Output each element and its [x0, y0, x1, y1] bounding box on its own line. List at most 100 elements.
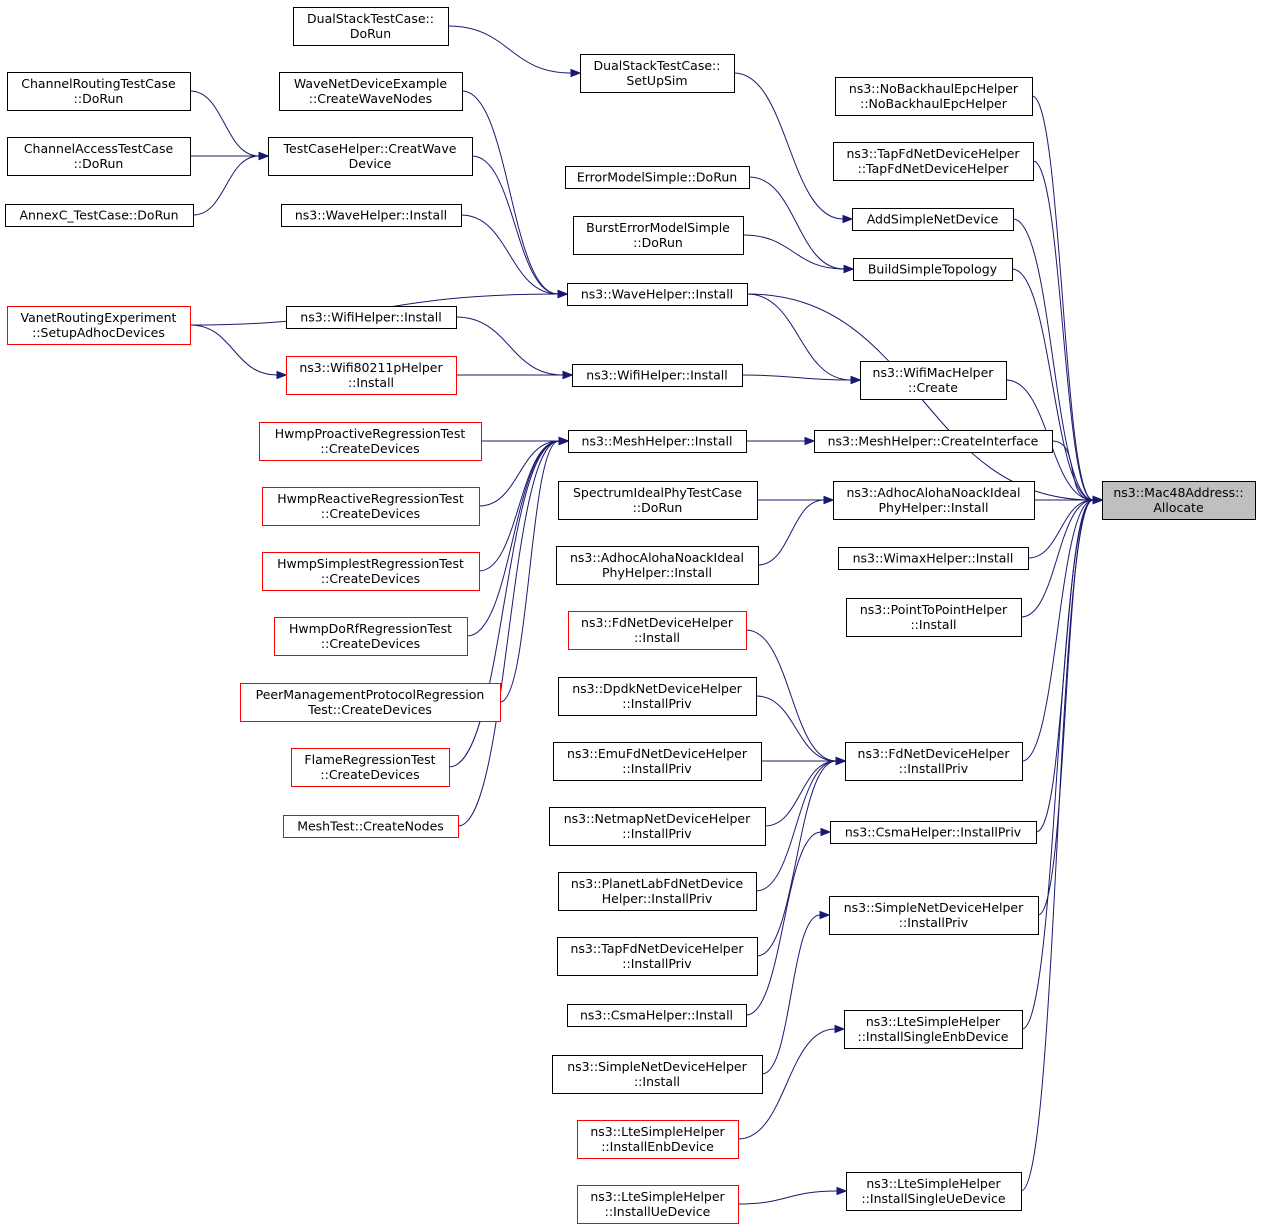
node-hwmp_proactive[interactable]: HwmpProactiveRegressionTest::CreateDevic…: [259, 422, 482, 461]
node-label: ns3::LteSimpleHelper: [866, 1176, 1001, 1191]
node-label: ::InstallEnbDevice: [601, 1139, 714, 1154]
node-tapfdhelper_ctor[interactable]: ns3::TapFdNetDeviceHelper::TapFdNetDevic…: [833, 142, 1034, 181]
node-fdnet_install[interactable]: ns3::FdNetDeviceHelper::Install: [568, 611, 747, 650]
node-csma_install[interactable]: ns3::CsmaHelper::Install: [567, 1004, 747, 1027]
node-csma_installpriv[interactable]: ns3::CsmaHelper::InstallPriv: [830, 821, 1037, 844]
node-label: ::InstallPriv: [899, 915, 969, 930]
node-wimax_install[interactable]: ns3::WimaxHelper::Install: [838, 547, 1029, 570]
node-hwmp_dorf[interactable]: HwmpDoRfRegressionTest::CreateDevices: [274, 617, 468, 656]
node-p2p_install[interactable]: ns3::PointToPointHelper::Install: [846, 598, 1022, 637]
edge-bursterr-to-buildsimple: [742, 234, 855, 274]
node-mesh_install[interactable]: ns3::MeshHelper::Install: [568, 430, 747, 453]
edge-tch_creatwave-to-wave_install_mid: [471, 155, 569, 299]
node-label: ns3::CsmaHelper::Install: [580, 1008, 733, 1023]
node-simplenet_install[interactable]: ns3::SimpleNetDeviceHelper::Install: [552, 1055, 763, 1094]
node-label: PhyHelper::Install: [602, 565, 712, 580]
node-label: PhyHelper::Install: [878, 500, 988, 515]
node-emufd[interactable]: ns3::EmuFdNetDeviceHelper::InstallPriv: [553, 742, 762, 781]
node-label: ::TapFdNetDeviceHelper: [858, 161, 1010, 176]
node-tapfd_installpriv[interactable]: ns3::TapFdNetDeviceHelper::InstallPriv: [557, 937, 758, 976]
node-label: ChannelRoutingTestCase: [21, 76, 176, 91]
node-label: ns3::AdhocAlohaNoackIdeal: [570, 550, 744, 565]
node-label: ::DoRun: [633, 500, 683, 515]
node-label: BurstErrorModelSimple: [586, 220, 730, 235]
node-wifi80211p[interactable]: ns3::Wifi80211pHelper::Install: [286, 356, 457, 395]
node-label: ::DoRun: [74, 91, 124, 106]
edge-dualstack_dorun-to-dualstack_setup: [447, 25, 582, 78]
node-dpdk[interactable]: ns3::DpdkNetDeviceHelper::InstallPriv: [558, 677, 757, 716]
edge-wifi_install_mid-to-wifimac_create: [741, 374, 862, 385]
node-lte_enb[interactable]: ns3::LteSimpleHelper::InstallEnbDevice: [577, 1120, 739, 1159]
node-vanet[interactable]: VanetRoutingExperiment::SetupAdhocDevice…: [7, 306, 191, 345]
node-label: ::CreateDevices: [320, 441, 419, 456]
node-simplenet_installpriv[interactable]: ns3::SimpleNetDeviceHelper::InstallPriv: [829, 896, 1039, 935]
node-label: ::CreateDevices: [321, 506, 420, 521]
node-label: FlameRegressionTest: [304, 752, 435, 767]
node-wavenet_example[interactable]: WaveNetDeviceExample::CreateWaveNodes: [279, 72, 463, 111]
node-mesh_createif[interactable]: ns3::MeshHelper::CreateInterface: [814, 430, 1053, 453]
node-label: BuildSimpleTopology: [868, 262, 998, 277]
node-meshtest[interactable]: MeshTest::CreateNodes: [283, 815, 459, 838]
node-label: ::InstallSingleEnbDevice: [858, 1029, 1009, 1044]
edge-dpdk-to-fdnet_installpriv: [755, 695, 847, 766]
node-label: TestCaseHelper::CreatWave: [283, 141, 457, 156]
node-wifi_install_mid[interactable]: ns3::WifiHelper::Install: [572, 364, 743, 387]
node-label: ns3::WifiHelper::Install: [300, 310, 441, 325]
node-root[interactable]: ns3::Mac48Address::Allocate: [1102, 481, 1256, 520]
node-chan_routing[interactable]: ChannelRoutingTestCase::DoRun: [7, 72, 191, 111]
node-peer_mgmt[interactable]: PeerManagementProtocolRegressionTest::Cr…: [240, 683, 501, 722]
node-hwmp_simplest[interactable]: HwmpSimplestRegressionTest::CreateDevice…: [262, 552, 480, 591]
node-addsimple[interactable]: AddSimpleNetDevice: [852, 208, 1014, 231]
edge-simplenet_installpriv-to-root: [1037, 495, 1104, 916]
node-label: ns3::NetmapNetDeviceHelper: [564, 811, 751, 826]
node-label: ns3::WimaxHelper::Install: [853, 551, 1014, 566]
node-label: ::DoRun: [633, 235, 683, 250]
node-label: DoRun: [350, 26, 391, 41]
node-nobackhaul[interactable]: ns3::NoBackhaulEpcHelper::NoBackhaulEpcH…: [835, 77, 1033, 116]
node-lte_ue[interactable]: ns3::LteSimpleHelper::InstallUeDevice: [577, 1185, 739, 1224]
node-errmodel[interactable]: ErrorModelSimple::DoRun: [565, 166, 750, 189]
edge-csma_install-to-csma_installpriv: [745, 827, 832, 1016]
node-label: ns3::MeshHelper::Install: [582, 434, 733, 449]
node-label: ::Install: [634, 1074, 680, 1089]
node-wave_install_mid[interactable]: ns3::WaveHelper::Install: [567, 283, 748, 306]
node-adhoc_install_mid[interactable]: ns3::AdhocAlohaNoackIdealPhyHelper::Inst…: [833, 481, 1035, 520]
node-buildsimple[interactable]: BuildSimpleTopology: [853, 258, 1013, 281]
node-wave_install_left[interactable]: ns3::WaveHelper::Install: [281, 204, 462, 227]
node-label: ::CreateDevices: [321, 636, 420, 651]
node-dualstack_setup[interactable]: DualStackTestCase::SetUpSim: [580, 54, 735, 93]
node-label: ns3::PlanetLabFdNetDevice: [571, 876, 744, 891]
node-label: ::InstallPriv: [622, 826, 692, 841]
node-label: ::InstallPriv: [622, 761, 692, 776]
node-wifimac_create[interactable]: ns3::WifiMacHelper::Create: [860, 361, 1007, 400]
node-planetlab[interactable]: ns3::PlanetLabFdNetDeviceHelper::Install…: [558, 872, 757, 911]
node-bursterr[interactable]: BurstErrorModelSimple::DoRun: [573, 216, 744, 255]
node-lte_singleenb[interactable]: ns3::LteSimpleHelper::InstallSingleEnbDe…: [844, 1010, 1023, 1049]
node-label: Helper::InstallPriv: [602, 891, 713, 906]
node-label: ns3::WifiHelper::Install: [586, 368, 727, 383]
node-lte_singleue[interactable]: ns3::LteSimpleHelper::InstallSingleUeDev…: [846, 1172, 1022, 1211]
node-fdnet_installpriv[interactable]: ns3::FdNetDeviceHelper::InstallPriv: [845, 742, 1023, 781]
nodes-layer: ns3::Mac48Address::Allocate ns3::NoBackha…: [5, 7, 1256, 1224]
node-label: Test::CreateDevices: [307, 702, 432, 717]
node-label: ns3::TapFdNetDeviceHelper: [846, 146, 1020, 161]
node-label: ::Create: [908, 380, 958, 395]
node-label: ns3::LteSimpleHelper: [590, 1189, 725, 1204]
node-netmap[interactable]: ns3::NetmapNetDeviceHelper::InstallPriv: [549, 807, 766, 846]
edge-wifi_install_left-to-wifi_install_mid: [455, 316, 574, 380]
edge-fdnet_installpriv-to-root: [1021, 495, 1104, 762]
node-spectrum_dorun[interactable]: SpectrumIdealPhyTestCase::DoRun: [558, 481, 758, 520]
edge-tapfd_installpriv-to-fdnet_installpriv: [756, 756, 847, 957]
node-adhoc_install_left[interactable]: ns3::AdhocAlohaNoackIdealPhyHelper::Inst…: [556, 546, 759, 585]
edge-vanet-to-wifi80211p: [189, 324, 288, 380]
node-chan_access[interactable]: ChannelAccessTestCase::DoRun: [7, 137, 191, 176]
node-wifi_install_left[interactable]: ns3::WifiHelper::Install: [286, 306, 457, 329]
node-label: WaveNetDeviceExample: [294, 76, 448, 91]
node-dualstack_dorun[interactable]: DualStackTestCase::DoRun: [293, 7, 449, 46]
node-flame[interactable]: FlameRegressionTest::CreateDevices: [291, 748, 450, 787]
node-annexc[interactable]: AnnexC_TestCase::DoRun: [5, 204, 194, 227]
edge-wavenet_example-to-wave_install_mid: [461, 90, 569, 299]
node-hwmp_reactive[interactable]: HwmpReactiveRegressionTest::CreateDevice…: [262, 487, 480, 526]
